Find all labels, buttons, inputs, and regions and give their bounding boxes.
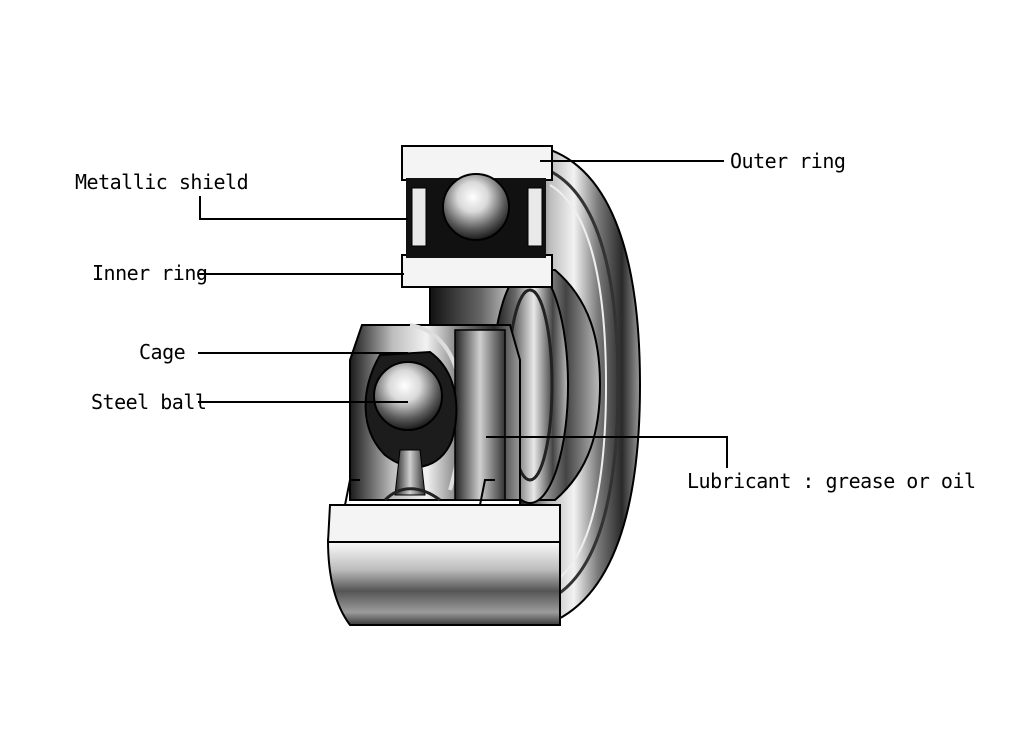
top-cross-section: [401, 145, 553, 288]
label-metallic-shield: Metallic shield: [75, 170, 249, 194]
leader-lubricant: [486, 436, 728, 468]
label-lubricant: Lubricant : grease or oil: [687, 469, 976, 493]
bottom-outer-ring: [326, 479, 561, 626]
leader-metallic-shield: [199, 196, 408, 220]
label-inner-ring: Inner ring: [92, 261, 208, 285]
lower-cross-section: [349, 323, 521, 502]
label-steel-ball: Steel ball: [91, 390, 207, 414]
label-cage: Cage: [139, 340, 186, 364]
leader-lines: [198, 160, 728, 468]
label-outer-ring: Outer ring: [730, 149, 846, 173]
